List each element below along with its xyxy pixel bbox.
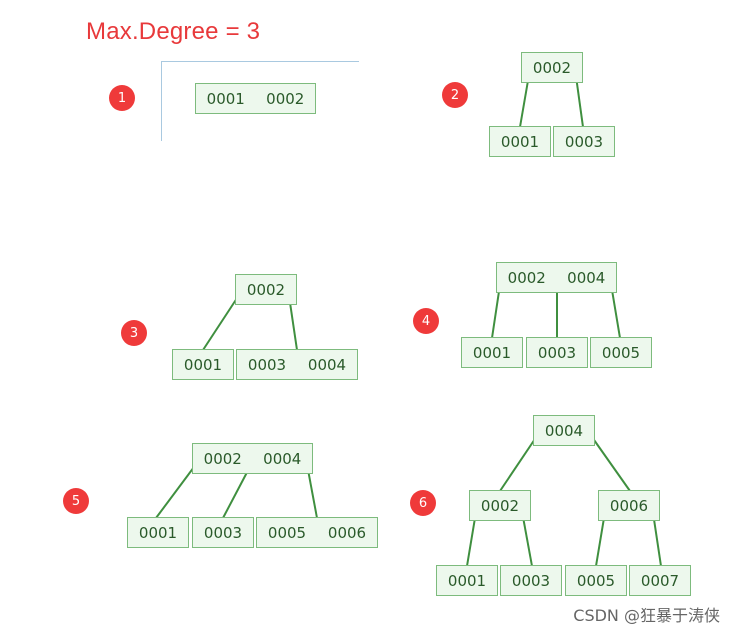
key: 0002 — [507, 268, 546, 287]
t6-root-node: 0004 — [533, 415, 595, 446]
key: 0003 — [247, 355, 287, 374]
key: 0001 — [183, 355, 223, 374]
key: 0003 — [564, 132, 604, 151]
key: 0004 — [567, 268, 606, 287]
step-badge-3: 3 — [121, 320, 147, 346]
key: 0002 — [246, 280, 286, 299]
max-degree-title: Max.Degree = 3 — [86, 18, 261, 45]
key: 0006 — [327, 523, 367, 542]
csdn-watermark: CSDN @狂暴于涛侠 — [573, 606, 720, 625]
key: 0006 — [609, 496, 649, 515]
step-badge-6: 6 — [410, 490, 436, 516]
selection-bracket-left — [161, 61, 162, 141]
key: 0002 — [266, 89, 305, 108]
key: 0003 — [203, 523, 243, 542]
t6-internal-1: 0002 — [469, 490, 531, 521]
key: 0007 — [640, 571, 680, 590]
key: 0001 — [206, 89, 245, 108]
key: 0002 — [532, 58, 572, 77]
t2-root-node: 0002 — [521, 52, 583, 83]
t3-leaf-2: 0003 0004 — [236, 349, 358, 380]
key: 0004 — [307, 355, 347, 374]
step-badge-4: 4 — [413, 308, 439, 334]
key: 0001 — [138, 523, 178, 542]
key: 0003 — [537, 343, 577, 362]
key: 0005 — [267, 523, 307, 542]
t5-root-node: 0002 0004 — [192, 443, 313, 474]
step-badge-1: 1 — [109, 85, 135, 111]
t4-leaf-3: 0005 — [590, 337, 652, 368]
key: 0003 — [511, 571, 551, 590]
key: 0002 — [480, 496, 520, 515]
t6-internal-2: 0006 — [598, 490, 660, 521]
t2-leaf-2: 0003 — [553, 126, 615, 157]
t4-leaf-1: 0001 — [461, 337, 523, 368]
selection-bracket-top — [161, 61, 359, 62]
t3-root-node: 0002 — [235, 274, 297, 305]
step-badge-2: 2 — [442, 82, 468, 108]
key: 0004 — [544, 421, 584, 440]
t4-root-node: 0002 0004 — [496, 262, 617, 293]
t5-leaf-2: 0003 — [192, 517, 254, 548]
key: 0005 — [601, 343, 641, 362]
t2-leaf-1: 0001 — [489, 126, 551, 157]
t4-leaf-2: 0003 — [526, 337, 588, 368]
t6-leaf-3: 0005 — [565, 565, 627, 596]
t5-leaf-1: 0001 — [127, 517, 189, 548]
key: 0001 — [500, 132, 540, 151]
step-badge-5: 5 — [63, 488, 89, 514]
t5-leaf-3: 0005 0006 — [256, 517, 378, 548]
t6-leaf-1: 0001 — [436, 565, 498, 596]
t6-leaf-4: 0007 — [629, 565, 691, 596]
key: 0004 — [263, 449, 302, 468]
key: 0002 — [203, 449, 242, 468]
key: 0001 — [447, 571, 487, 590]
key: 0001 — [472, 343, 512, 362]
t1-leaf-node: 0001 0002 — [195, 83, 316, 114]
t3-leaf-1: 0001 — [172, 349, 234, 380]
key: 0005 — [576, 571, 616, 590]
t6-leaf-2: 0003 — [500, 565, 562, 596]
